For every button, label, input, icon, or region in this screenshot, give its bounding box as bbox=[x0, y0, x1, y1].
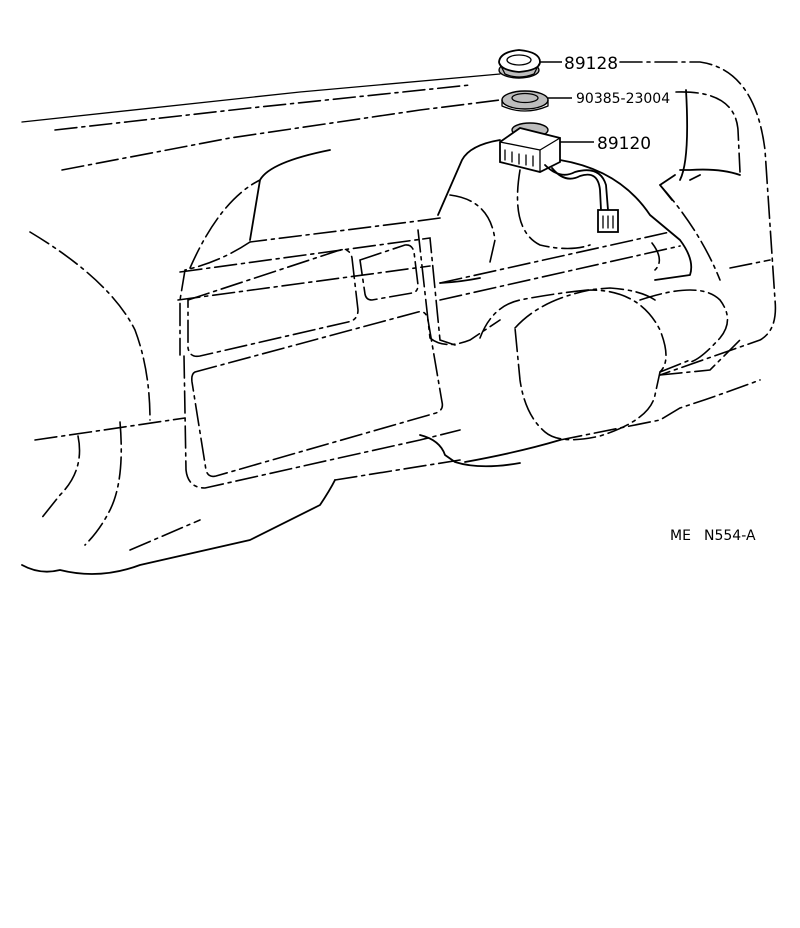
windshield-lines bbox=[21, 61, 777, 376]
grommet-89128 bbox=[498, 49, 541, 79]
sensor-89120 bbox=[499, 122, 619, 233]
dashboard-top-contour bbox=[29, 89, 741, 421]
leader-lines bbox=[540, 61, 594, 143]
label-nut: 90385-23004 bbox=[576, 91, 670, 107]
center-console bbox=[177, 229, 521, 489]
vent-area bbox=[439, 169, 681, 301]
lower-dash-lines bbox=[21, 417, 461, 575]
nut-90385-23004 bbox=[501, 90, 549, 112]
figure-code-prefix: ME bbox=[670, 528, 691, 544]
figure-code-number: N554-A bbox=[704, 528, 756, 544]
label-grommet: 89128 bbox=[564, 54, 618, 74]
label-sensor: 89120 bbox=[597, 134, 651, 154]
steering-area bbox=[464, 259, 771, 463]
